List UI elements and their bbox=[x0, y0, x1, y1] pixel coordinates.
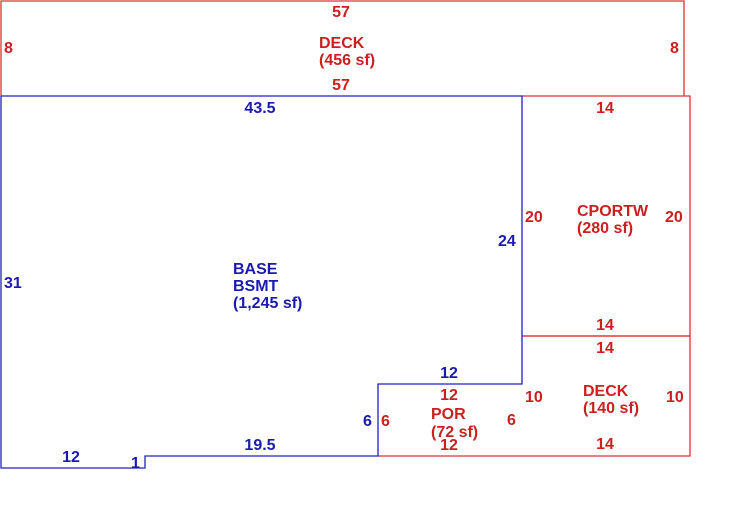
deck-right-dim-left: 10 bbox=[525, 389, 543, 406]
base-dim-left: 31 bbox=[4, 275, 22, 292]
por-dim-top: 12 bbox=[440, 387, 458, 404]
deck-top-outline bbox=[0, 0, 685, 96]
por-dim-bottom: 12 bbox=[440, 437, 458, 454]
deck-top-dim-left: 8 bbox=[4, 40, 13, 57]
deck-right-dim-right: 10 bbox=[666, 389, 684, 406]
base-dim-por-left: 6 bbox=[363, 413, 372, 430]
por-dim-left: 6 bbox=[381, 413, 390, 430]
cportw-dim-bottom: 14 bbox=[596, 317, 614, 334]
base-dim-right: 24 bbox=[498, 233, 516, 250]
por-name: POR bbox=[431, 406, 466, 423]
por-area: (72 sf) bbox=[431, 424, 478, 441]
cportw-dim-left: 20 bbox=[525, 209, 543, 226]
base-name-line2: BSMT bbox=[233, 278, 279, 295]
base-dim-step: 1 bbox=[131, 455, 140, 472]
base-dim-top: 43.5 bbox=[244, 100, 275, 117]
base-name-line1: BASE bbox=[233, 261, 278, 278]
por-dim-right: 6 bbox=[507, 412, 516, 429]
base-area: (1,245 sf) bbox=[233, 295, 302, 312]
cportw-dim-right: 20 bbox=[665, 209, 683, 226]
deck-right-dim-top: 14 bbox=[596, 340, 614, 357]
deck-top-name: DECK bbox=[319, 35, 365, 52]
deck-right-name: DECK bbox=[583, 383, 629, 400]
cportw-dim-top: 14 bbox=[596, 100, 614, 117]
base-dim-por-top: 12 bbox=[440, 365, 458, 382]
deck-top-dim-top: 57 bbox=[332, 4, 350, 21]
deck-right-area: (140 sf) bbox=[583, 400, 639, 417]
base-dim-bottom-mid: 19.5 bbox=[244, 437, 275, 454]
deck-right-dim-bottom: 14 bbox=[596, 436, 614, 453]
base-outline bbox=[0, 95, 523, 469]
deck-top-dim-right: 8 bbox=[670, 40, 679, 57]
cportw-area: (280 sf) bbox=[577, 220, 633, 237]
deck-right-outline bbox=[522, 335, 691, 457]
base-dim-bottom-left: 12 bbox=[62, 449, 80, 466]
deck-top-dim-bottom: 57 bbox=[332, 77, 350, 94]
deck-top-area: (456 sf) bbox=[319, 52, 375, 69]
cportw-name: CPORTW bbox=[577, 203, 649, 220]
